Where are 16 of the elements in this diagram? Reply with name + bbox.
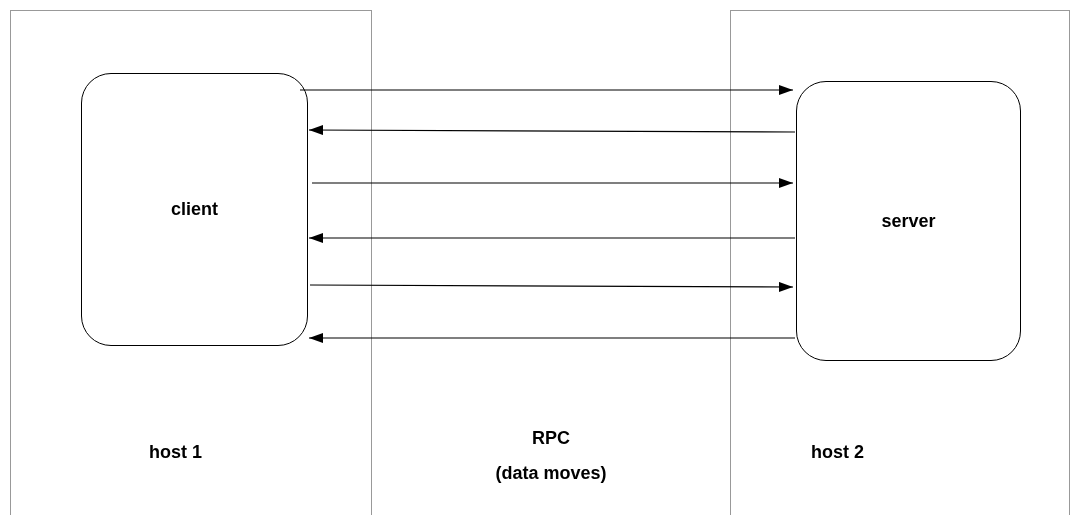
host-name: host 1 — [149, 441, 202, 464]
host-panel — [730, 10, 1070, 515]
rounded-process-box — [796, 81, 1021, 361]
arrow — [309, 281, 794, 292]
arrow — [308, 125, 796, 136]
host-name: host 2 — [811, 441, 864, 464]
process-name: client — [171, 198, 218, 221]
arrow — [308, 333, 796, 343]
process-name: server — [881, 209, 936, 233]
caption-text: (data moves) — [495, 462, 607, 485]
caption-text: RPC — [532, 427, 570, 450]
arrow — [311, 178, 794, 188]
rounded-process-box — [81, 73, 308, 346]
host-panel — [10, 10, 372, 515]
arrow — [308, 233, 796, 243]
arrow — [299, 85, 794, 95]
